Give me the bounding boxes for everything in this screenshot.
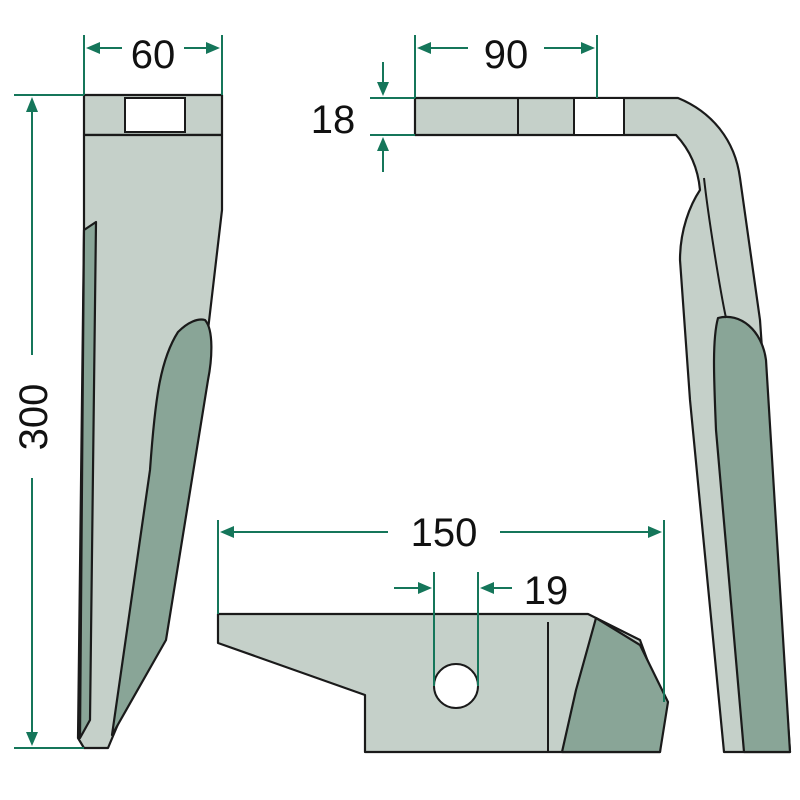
dimension-height-total-label: 300 — [12, 384, 56, 451]
front-view-slot — [124, 97, 186, 133]
dimension-width-top-label: 60 — [131, 33, 176, 77]
top-view-cutting-edge — [560, 616, 670, 754]
top-view-blade — [216, 612, 670, 754]
side-view-slot — [573, 97, 625, 136]
front-view-blade — [76, 93, 224, 750]
side-view-blade — [413, 96, 792, 754]
front-view-left-bevel — [78, 220, 98, 740]
dimension-width-top: 60 — [83, 33, 223, 95]
top-view-bolt-hole — [433, 663, 479, 709]
side-view-body — [413, 96, 792, 754]
dimension-thickness: 18 — [311, 62, 415, 172]
dimension-height-total: 300 — [12, 94, 84, 749]
dimension-hole-diameter-label: 19 — [524, 569, 569, 613]
front-view-cutting-edge — [110, 318, 213, 737]
dimension-length-bottom-label: 150 — [411, 511, 478, 555]
dimension-hole-diameter: 19 — [394, 569, 568, 686]
dimension-offset-side-label: 90 — [484, 33, 529, 77]
dimension-length-bottom: 150 — [217, 511, 665, 702]
side-view-bend-edge — [703, 177, 727, 319]
side-view-cutting-edge — [712, 315, 792, 754]
dimension-offset-side: 90 — [414, 33, 598, 98]
dimension-thickness-label: 18 — [311, 98, 356, 142]
